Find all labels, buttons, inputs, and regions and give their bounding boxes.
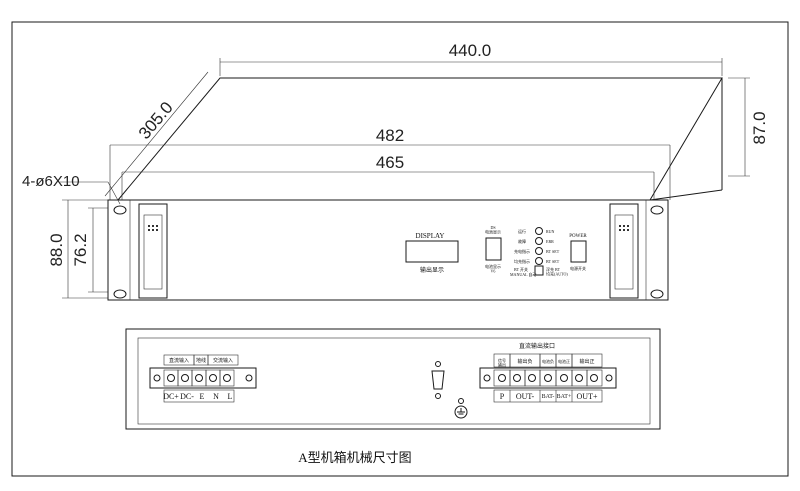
dim-width-top: 440.0 xyxy=(449,41,492,60)
chassis-isometric xyxy=(60,58,750,299)
battery-display-switch[interactable] xyxy=(485,237,502,261)
terminal-earth: E xyxy=(200,392,205,401)
power-label: POWER xyxy=(569,234,587,239)
input-terminal-block: 直流输入 地线 交流输入 DC+ DC- E N L xyxy=(149,354,257,403)
output-group-bat-neg-label: 电池负 xyxy=(542,358,554,364)
indicator-label-btset-1: BT SET xyxy=(546,249,560,254)
dim-height-front: 88.0 xyxy=(47,233,66,266)
serial-port xyxy=(431,361,445,399)
terminal-dc-minus: DC- xyxy=(180,392,194,401)
indicator-label-bt-switch: BT 开关 xyxy=(514,266,528,272)
terminal-out-minus: OUT- xyxy=(516,392,535,401)
dim-height-side: 87.0 xyxy=(750,111,769,144)
dim-width-inner: 465 xyxy=(376,153,404,172)
drawing-border xyxy=(11,21,789,477)
terminal-neutral: N xyxy=(213,392,219,401)
output-group-out-neg-label: 输出负 xyxy=(517,358,532,365)
indicator-label-run-en: RUN xyxy=(546,229,555,234)
display-title: DISPLAY xyxy=(416,232,445,240)
ground-symbol-icon xyxy=(454,398,468,419)
power-switch[interactable] xyxy=(570,240,587,263)
dim-height-inner: 76.2 xyxy=(71,233,90,266)
screw-hole xyxy=(483,374,491,382)
indicator-label-err: 故障 xyxy=(518,238,526,244)
terminal-out-plus: OUT+ xyxy=(577,392,598,401)
terminal-signal: P xyxy=(500,392,505,401)
screw-hole xyxy=(605,374,613,382)
terminal-bat-minus: BAT- xyxy=(542,394,555,400)
output-terminal-block: 直流输出接口 信号输出 输出负 电池负 电池正 输出正 xyxy=(479,342,617,403)
indicator-label-btset-2: BT SET xyxy=(546,259,560,264)
mode-label: MANUAL 自动 xyxy=(510,271,536,277)
indicator-led xyxy=(535,227,543,235)
input-group-ac-label: 交流输入 xyxy=(213,357,233,364)
output-title: 直流输出接口 xyxy=(519,342,555,350)
dim-depth: 305.0 xyxy=(135,98,177,143)
indicator-label-run: 运行 xyxy=(518,228,526,234)
dim-width-total: 482 xyxy=(376,126,404,145)
input-group-ground-label: 地线 xyxy=(196,357,206,364)
rear-panel: 直流输入 地线 交流输入 DC+ DC- E N L xyxy=(125,328,661,430)
mode-switch[interactable] xyxy=(534,265,544,276)
mounting-hole xyxy=(113,205,127,215)
terminal-dc-plus: DC+ xyxy=(163,392,179,401)
mounting-hole xyxy=(650,289,664,299)
output-group-out-pos-label: 输出正 xyxy=(579,358,594,365)
display-window xyxy=(405,240,459,263)
indicator-label-charge: 充电指示 xyxy=(514,248,530,254)
indicator-label-err-en: ERR xyxy=(546,239,554,244)
terminal-bat-plus: BAT+ xyxy=(557,394,572,400)
input-group-ac xyxy=(207,354,239,366)
input-group-dc-label: 直流输入 xyxy=(169,357,189,364)
power-caption: 电源开关 xyxy=(570,265,586,271)
indicator-label-equalize: 均充指示 xyxy=(514,258,530,264)
screw-hole xyxy=(245,374,253,382)
drawing-caption: A型机箱机械尺寸图 xyxy=(298,450,411,465)
mounting-hole xyxy=(650,205,664,215)
input-terminals xyxy=(163,369,235,387)
mounting-hole xyxy=(113,289,127,299)
indicator-led xyxy=(535,257,543,265)
output-group-out-pos xyxy=(571,353,603,368)
left-handle xyxy=(138,203,168,299)
indicator-led xyxy=(535,237,543,245)
indicator-group: 运行 故障 充电指示 均充指示 BT 开关 MANUAL 自动 RUN ERR … xyxy=(510,227,568,277)
output-group-bat-pos-label: 电池正 xyxy=(558,358,570,364)
screw-hole xyxy=(153,374,161,382)
output-terminals xyxy=(493,369,603,387)
dim-mounting-holes: 4-ø6X10 xyxy=(22,173,80,190)
right-handle xyxy=(609,203,639,299)
indicator-led xyxy=(535,247,543,255)
output-group-signal-label: 信号输出 xyxy=(498,357,506,367)
terminal-live: L xyxy=(228,392,233,401)
display-caption: 输出显示 xyxy=(420,266,444,274)
